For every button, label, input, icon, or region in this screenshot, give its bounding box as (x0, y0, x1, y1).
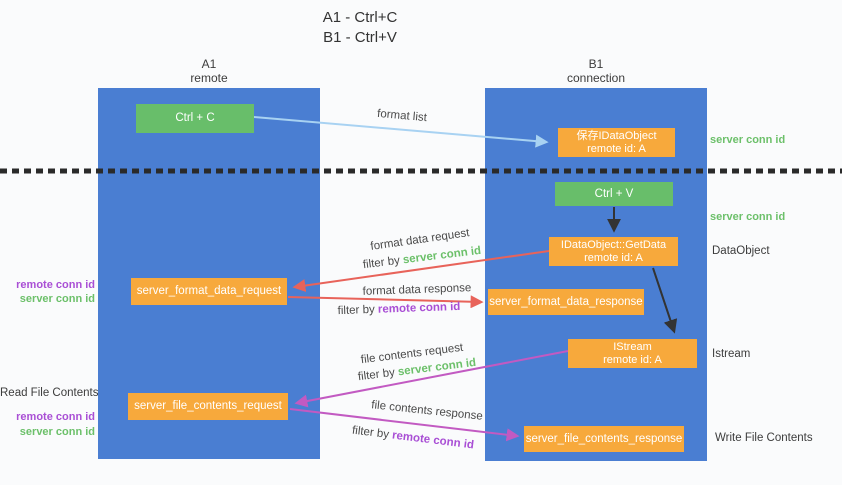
node-server-format-data-request: server_format_data_request (131, 278, 287, 305)
column-header-b1: B1 connection (521, 57, 671, 85)
side-label-server-conn-id-1: server conn id (19, 293, 95, 305)
node-server-format-data-response: server_format_data_response (488, 289, 644, 315)
edge-label-filter-by-remote-conn-id-1: filter by remote conn id (337, 301, 460, 317)
column-a1-subtitle: remote (190, 71, 228, 85)
node-save-idataobject-line2: remote id: A (587, 142, 646, 155)
node-idataobject-getdata: IDataObject::GetData remote id: A (549, 237, 678, 266)
column-b1-name: B1 (588, 57, 604, 71)
edge-label-format-list: format list (376, 107, 428, 125)
node-server-file-contents-response: server_file_contents_response (524, 426, 684, 452)
node-istream-line2: remote id: A (603, 353, 662, 366)
node-save-idataobject-line1: 保存IDataObject (576, 129, 657, 142)
filter-by-text: filter by (362, 254, 401, 272)
side-label-write-file-contents: Write File Contents (715, 432, 813, 444)
edge-label-file-contents-response: file contents response (370, 399, 484, 423)
node-format-data-response-label: server_format_data_response (489, 295, 643, 308)
title-line-2: B1 - Ctrl+V (323, 29, 397, 46)
side-label-istream: Istream (712, 348, 751, 360)
node-file-contents-response-label: server_file_contents_response (525, 432, 683, 445)
node-istream: IStream remote id: A (568, 339, 697, 368)
side-label-remote-conn-id-2: remote conn id (16, 411, 95, 423)
edge-label-format-data-response: format data response (362, 282, 472, 298)
title-line-1: A1 - Ctrl+C (322, 9, 398, 26)
side-label-server-conn-id-mid: server conn id (710, 211, 786, 223)
filter-by-text: filter by (351, 424, 390, 441)
node-server-file-contents-request: server_file_contents_request (128, 393, 288, 420)
remote-conn-id-text: remote conn id (391, 429, 475, 452)
filter-by-text: filter by (337, 303, 375, 318)
node-ctrl-v-label: Ctrl + V (594, 187, 634, 200)
side-label-server-conn-id-top: server conn id (710, 134, 786, 146)
node-istream-line1: IStream (613, 340, 652, 353)
node-ctrl-c: Ctrl + C (136, 104, 254, 133)
node-getdata-line2: remote id: A (584, 251, 643, 264)
server-conn-id-text: server conn id (402, 244, 482, 267)
remote-conn-id-text: remote conn id (377, 300, 461, 316)
node-ctrl-v: Ctrl + V (555, 182, 673, 206)
node-getdata-line1: IDataObject::GetData (560, 238, 667, 251)
node-ctrl-c-label: Ctrl + C (175, 112, 215, 124)
node-file-contents-request-label: server_file_contents_request (134, 400, 282, 412)
side-label-dataobject: DataObject (712, 245, 770, 257)
filter-by-text: filter by (357, 366, 396, 384)
side-label-read-file-contents: Read File Contents (0, 387, 99, 399)
node-format-data-request-label: server_format_data_request (136, 285, 282, 297)
column-b1-subtitle: connection (566, 71, 626, 85)
edge-label-filter-by-remote-conn-id-2: filter by remote conn id (351, 425, 474, 452)
diagram-title: A1 - Ctrl+C B1 - Ctrl+V (285, 8, 435, 48)
node-save-idataobject: 保存IDataObject remote id: A (558, 128, 675, 157)
column-header-a1: A1 remote (134, 57, 284, 85)
side-label-server-conn-id-2: server conn id (19, 426, 95, 438)
side-label-remote-conn-id-1: remote conn id (16, 279, 95, 291)
column-a1-name: A1 (201, 57, 217, 71)
